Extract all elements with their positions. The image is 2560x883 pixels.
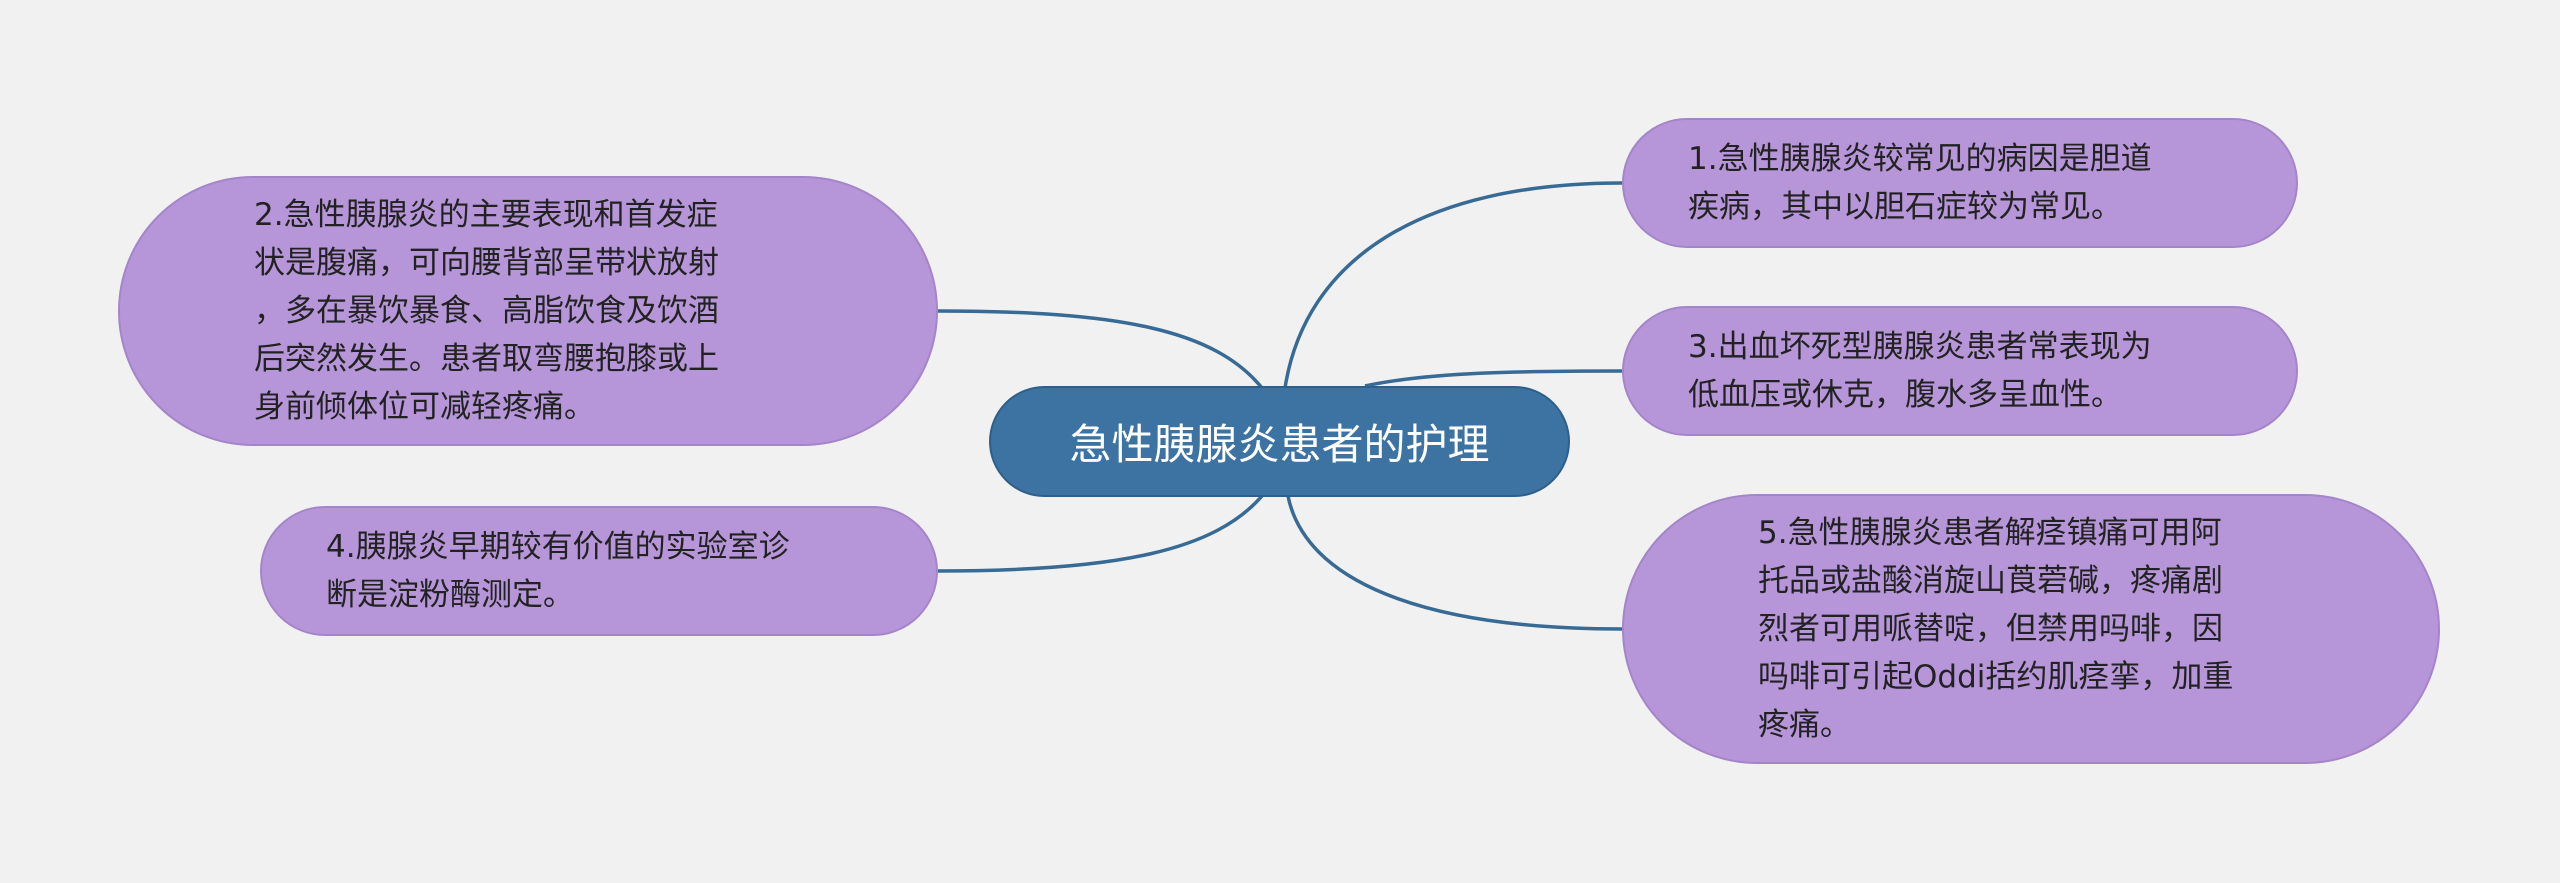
connector-topic-5	[1286, 495, 1623, 631]
connector-topic-1	[1283, 181, 1623, 389]
topic-text-5: 5.急性胰腺炎患者解痉镇痛可用阿 托品或盐酸消旋山莨菪碱，疼痛剧 烈者可用哌替啶…	[1758, 515, 2234, 743]
topic-node-1[interactable]: 1.急性胰腺炎较常见的病因是胆道 疾病，其中以胆石症较为常见。	[1622, 118, 2298, 248]
connector-topic-4	[937, 494, 1264, 573]
topic-node-2[interactable]: 2.急性胰腺炎的主要表现和首发症 状是腹痛，可向腰背部呈带状放射 ，多在暴饮暴食…	[118, 176, 938, 446]
topic-text-3: 3.出血坏死型胰腺炎患者常表现为 低血压或休克，腹水多呈血性。	[1688, 329, 2152, 413]
central-topic[interactable]: 急性胰腺炎患者的护理	[989, 386, 1570, 497]
connector-topic-3	[1364, 369, 1623, 388]
topic-node-5[interactable]: 5.急性胰腺炎患者解痉镇痛可用阿 托品或盐酸消旋山莨菪碱，疼痛剧 烈者可用哌替啶…	[1622, 494, 2440, 764]
topic-text-1: 1.急性胰腺炎较常见的病因是胆道 疾病，其中以胆石症较为常见。	[1688, 141, 2152, 225]
topic-node-4[interactable]: 4.胰腺炎早期较有价值的实验室诊 断是淀粉酶测定。	[260, 506, 938, 636]
topic-text-4: 4.胰腺炎早期较有价值的实验室诊 断是淀粉酶测定。	[326, 529, 790, 613]
central-topic-label: 急性胰腺炎患者的护理	[1069, 420, 1490, 469]
topic-node-3[interactable]: 3.出血坏死型胰腺炎患者常表现为 低血压或休克，腹水多呈血性。	[1622, 306, 2298, 436]
connector-topic-2	[937, 309, 1264, 390]
topic-text-2: 2.急性胰腺炎的主要表现和首发症 状是腹痛，可向腰背部呈带状放射 ，多在暴饮暴食…	[254, 197, 719, 425]
